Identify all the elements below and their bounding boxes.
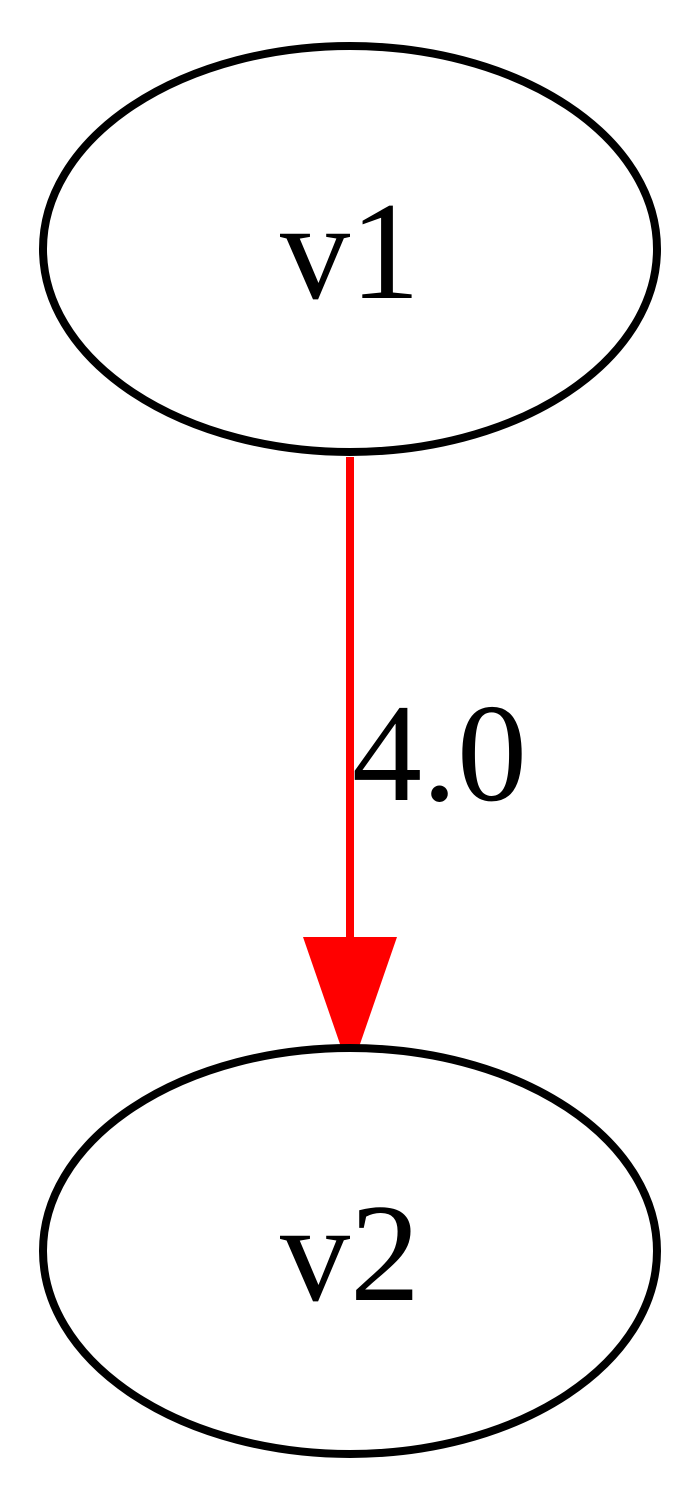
edge-label: 4.0 (352, 676, 527, 831)
node-v1-ellipse (39, 42, 661, 456)
edge-arrowhead-icon (303, 937, 397, 1073)
edge-v1-v2: 4.0 (303, 457, 527, 1073)
node-v2[interactable]: v2 (39, 1044, 661, 1458)
node-v2-ellipse (39, 1044, 661, 1458)
node-v1-label: v1 (280, 174, 420, 329)
node-v1[interactable]: v1 (39, 42, 661, 456)
node-v2-label: v2 (280, 1176, 420, 1331)
